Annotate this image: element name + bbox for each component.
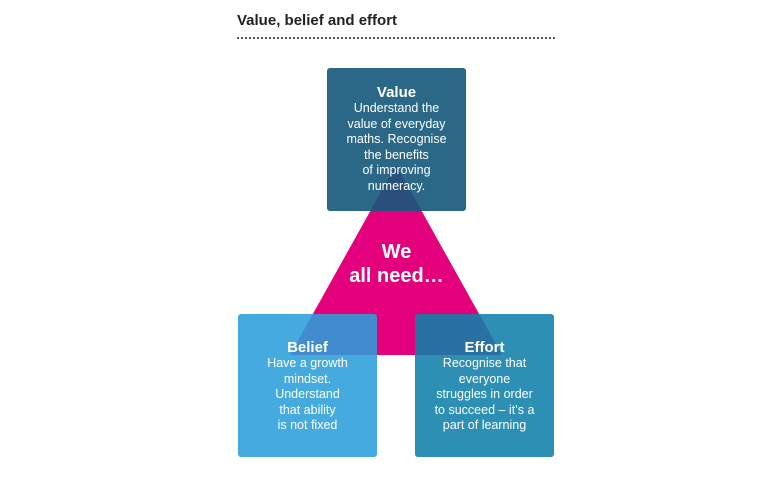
- value-line: of improving: [362, 163, 431, 177]
- page-title: Value, belief and effort: [237, 12, 398, 29]
- belief-line: that ability: [279, 402, 336, 417]
- value-box: Value Understand the value of everyday m…: [327, 68, 466, 211]
- center-line-2: all need…: [349, 265, 444, 287]
- belief-line: is not fixed: [277, 418, 338, 432]
- effort-line: to succeed – it’s a: [434, 402, 535, 417]
- belief-line: Understand: [275, 387, 340, 401]
- value-line: the benefits: [364, 147, 429, 162]
- triangle-shape: [290, 165, 502, 355]
- value-line: Understand the: [353, 101, 440, 115]
- title-divider: [237, 37, 555, 39]
- effort-line: everyone: [458, 371, 511, 386]
- effort-line: Recognise that: [442, 356, 527, 370]
- belief-line: mindset.: [283, 371, 332, 386]
- effort-description: Recognise that everyone struggles in ord…: [415, 356, 554, 434]
- belief-line: Have a growth: [267, 356, 348, 370]
- effort-heading: Effort: [464, 339, 505, 356]
- value-heading: Value: [376, 84, 417, 101]
- center-line-1: We: [381, 241, 412, 263]
- value-line: numeracy.: [367, 178, 426, 193]
- effort-line: part of learning: [442, 418, 527, 432]
- belief-box: Belief Have a growth mindset. Understand…: [238, 314, 377, 457]
- value-line: value of everyday: [347, 116, 446, 131]
- effort-line: struggles in order: [436, 387, 533, 401]
- effort-box: Effort Recognise that everyone struggles…: [415, 314, 554, 457]
- value-line: maths. Recognise: [346, 132, 447, 146]
- belief-description: Have a growth mindset. Understand that a…: [238, 356, 377, 434]
- belief-heading: Belief: [287, 339, 328, 356]
- center-message: We all need…: [330, 240, 463, 288]
- value-description: Understand the value of everyday maths. …: [327, 101, 466, 194]
